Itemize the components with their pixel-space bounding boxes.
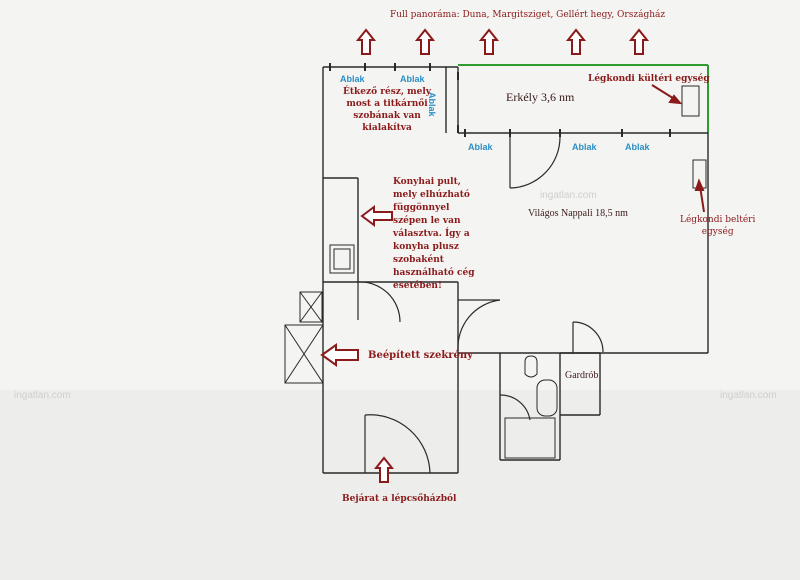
doors xyxy=(357,136,604,474)
window-label: Ablak xyxy=(400,74,425,84)
entrance-note: Bejárat a lépcsőházból xyxy=(342,494,457,504)
balcony-edge xyxy=(458,64,709,133)
entrance-arrow xyxy=(373,456,395,483)
kitchen-note: Konyhai pult, mely elhúzható függönnyel … xyxy=(393,177,475,291)
view-arrow-2 xyxy=(414,28,436,55)
bath-fixtures xyxy=(504,355,558,459)
dining-note: Étkező rész, mely most a titkárnői szobá… xyxy=(343,87,432,133)
closet-note: Beépített szekrény xyxy=(368,350,473,361)
view-arrow-5 xyxy=(628,28,650,55)
window-label: Ablak xyxy=(340,74,365,84)
wardrobe-label: Gardrób xyxy=(565,370,599,381)
view-arrow-1 xyxy=(355,28,377,55)
pointer-arrows xyxy=(651,84,705,213)
page-title: Full panoráma: Duna, Margitsziget, Gellé… xyxy=(390,10,666,20)
view-arrows xyxy=(320,28,650,483)
stove xyxy=(329,244,355,274)
watermark: ingatlan.com xyxy=(720,390,777,401)
view-arrow-3 xyxy=(478,28,500,55)
kitchen-arrow xyxy=(360,205,393,227)
window-label: Ablak xyxy=(572,142,597,152)
window-label: Ablak xyxy=(625,142,650,152)
paper-smudge xyxy=(0,390,800,580)
walls xyxy=(322,66,709,474)
view-arrow-4 xyxy=(565,28,587,55)
window-ticks xyxy=(329,63,671,137)
ac-indoor-note: Légkondi beltéri egység xyxy=(680,215,756,237)
balcony-label: Erkély 3,6 nm xyxy=(506,90,575,104)
watermark: ingatlan.com xyxy=(540,190,597,201)
closet-arrow xyxy=(320,343,359,367)
ac-outdoor-unit xyxy=(681,85,700,117)
living-room-label: Világos Nappali 18,5 nm xyxy=(528,208,628,219)
watermark: ingatlan.com xyxy=(14,390,71,401)
window-label: Ablak xyxy=(468,142,493,152)
ac-outdoor-note: Légkondi kültéri egység xyxy=(588,74,710,84)
